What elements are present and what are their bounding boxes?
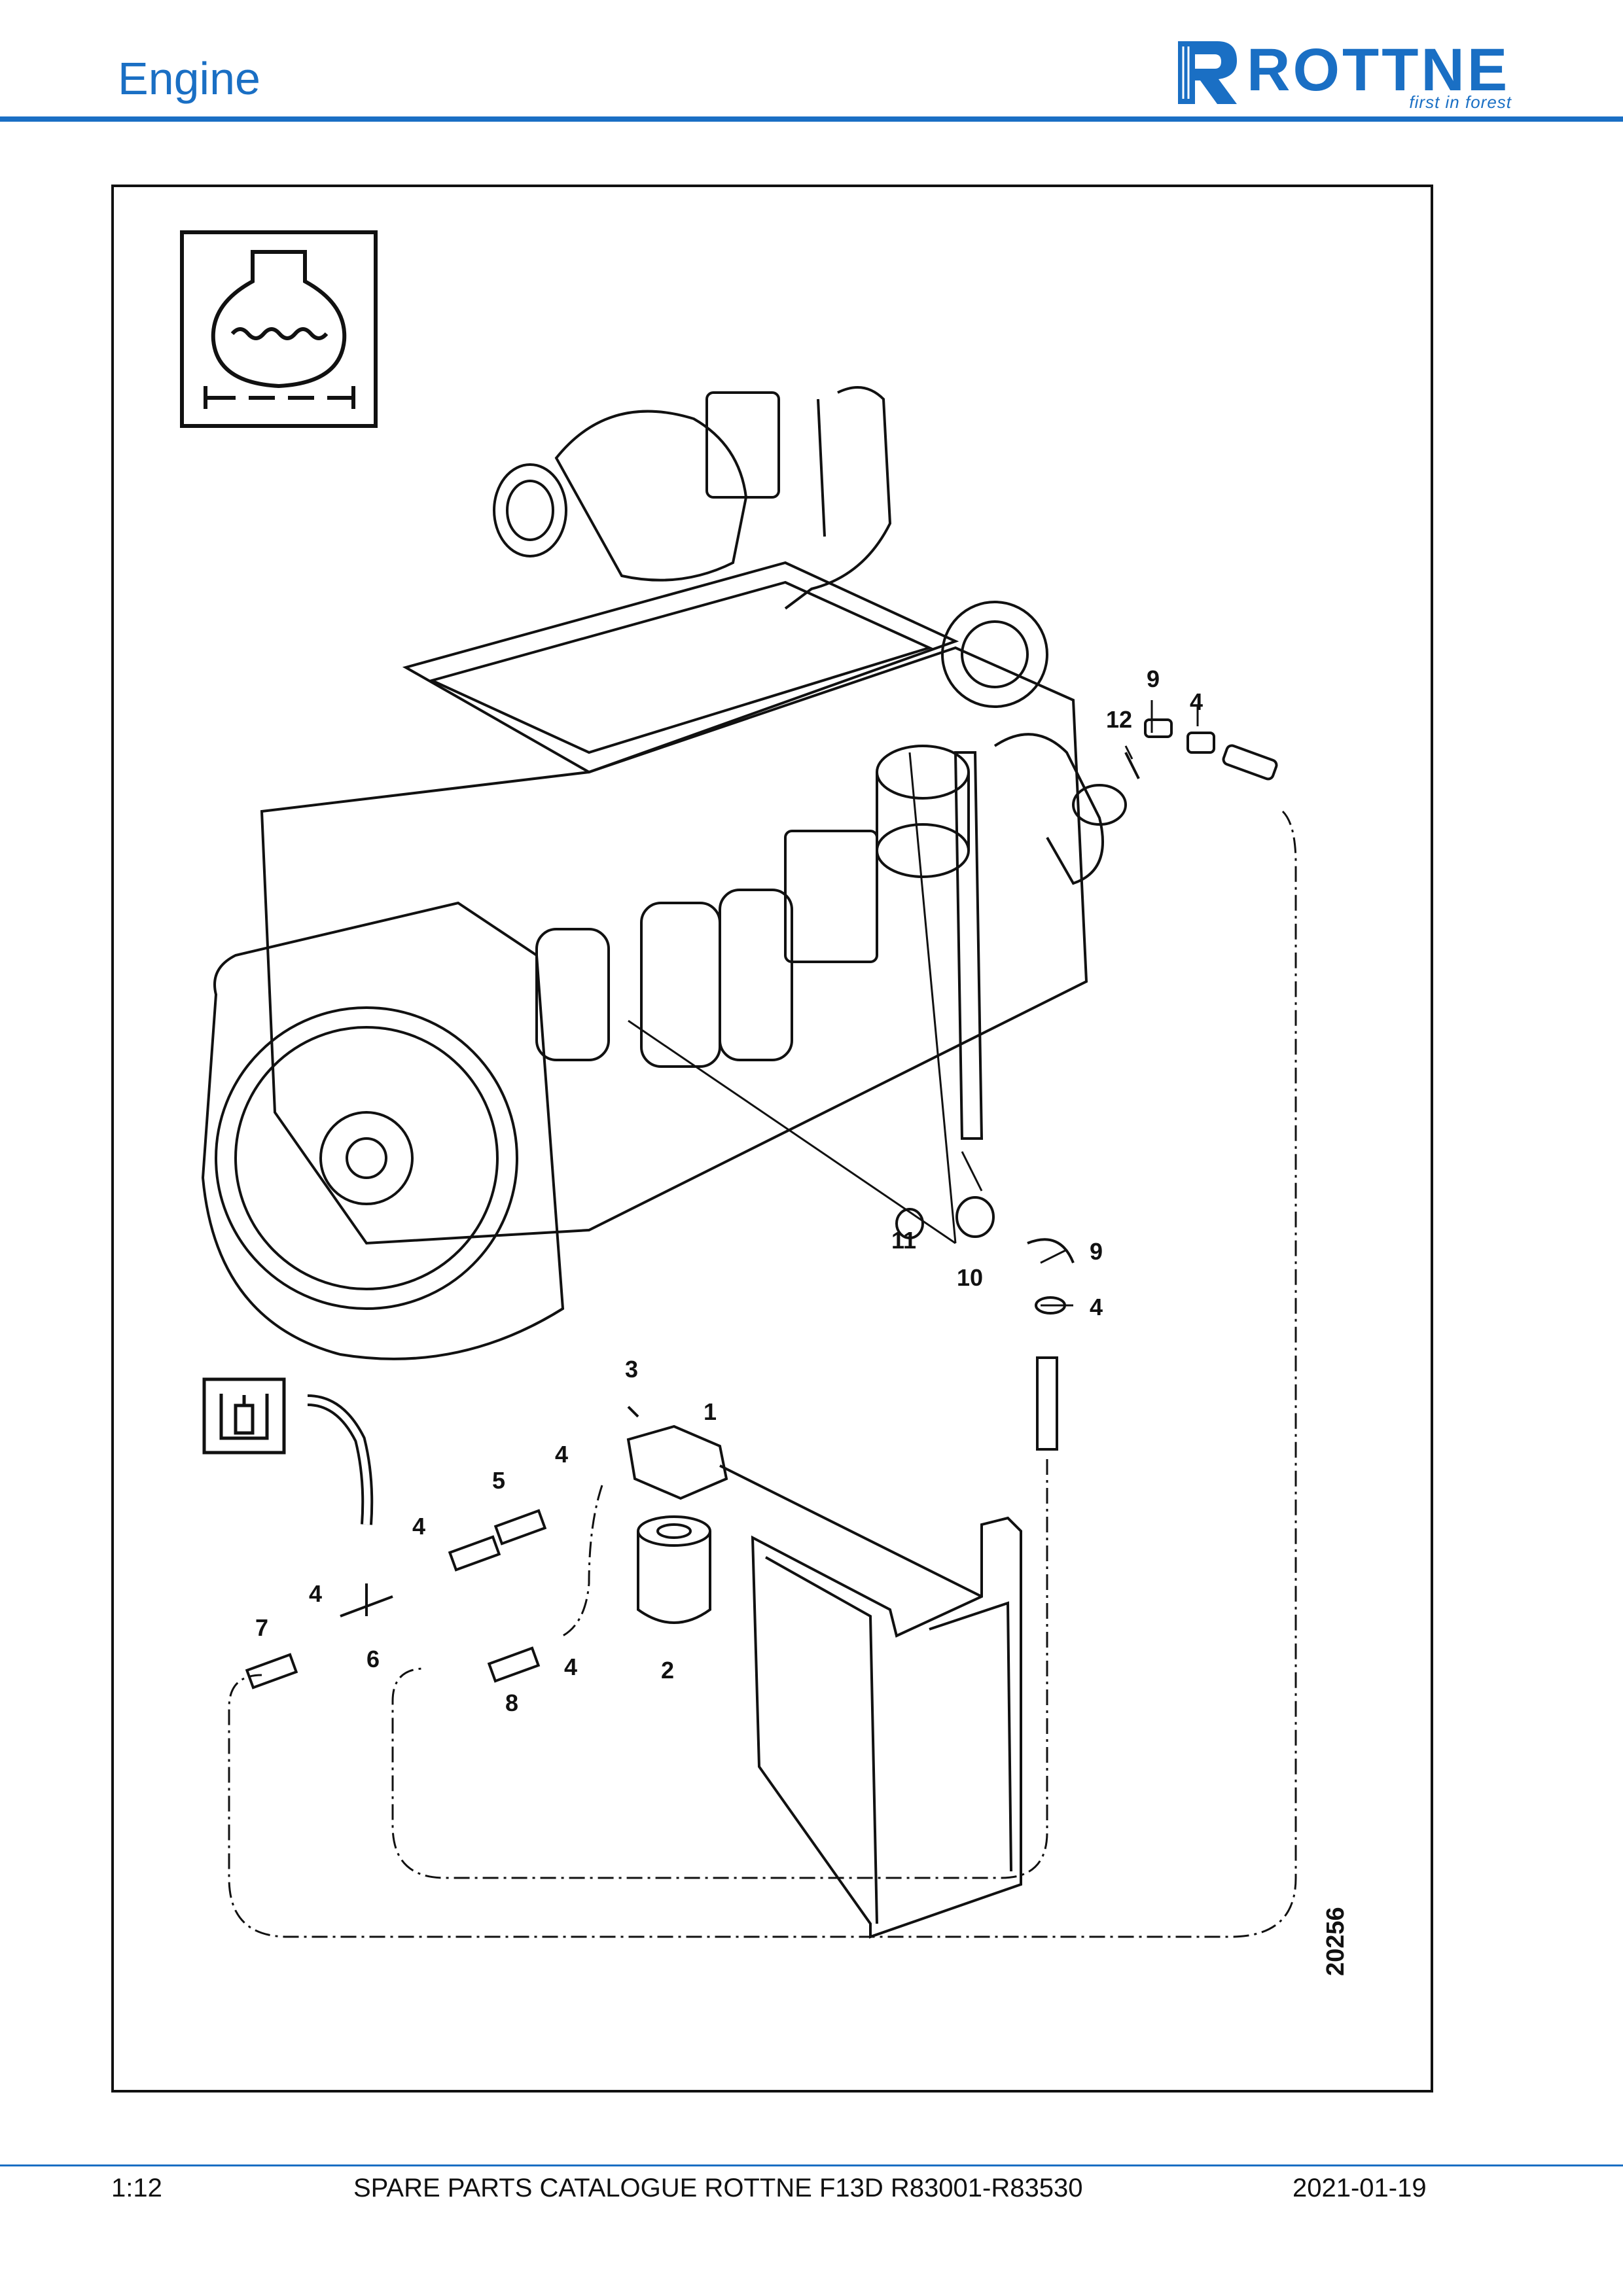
- coolant-tank-icon: [180, 230, 378, 428]
- callout-5: 5: [492, 1467, 505, 1494]
- expansion-tank-bracket: [751, 1516, 1022, 1939]
- callout-9a: 9: [1090, 1238, 1103, 1265]
- small-fittings: [895, 718, 1278, 1315]
- page-number: 1:12: [111, 2174, 162, 2202]
- callout-6: 6: [366, 1646, 380, 1672]
- callout-4c: 4: [309, 1580, 322, 1607]
- catalogue-title: SPARE PARTS CATALOGUE ROTTNE F13D R83001…: [353, 2174, 1083, 2202]
- engine-assembly: [201, 386, 1127, 1360]
- publication-date: 2021-01-19: [1293, 2174, 1427, 2202]
- callout-1: 1: [704, 1398, 717, 1425]
- callout-4e: 4: [1090, 1294, 1103, 1320]
- coolant-filter-assembly: [245, 1356, 1058, 1689]
- rottne-r-logo-icon: [1178, 41, 1237, 104]
- figure-number: 20256: [1322, 1907, 1349, 1976]
- page-title: Engine: [118, 53, 260, 104]
- callout-labels: 1 2 3 4 4 4 4 4 4 5 6 7 8 9 9 10 11 12: [255, 665, 1203, 1716]
- callout-4d: 4: [564, 1653, 577, 1680]
- callout-10: 10: [957, 1264, 983, 1291]
- footer-divider: [0, 2164, 1623, 2166]
- callout-leaders: [628, 700, 1199, 1307]
- callout-2: 2: [661, 1657, 674, 1684]
- hose-routing: [228, 810, 1297, 1938]
- callout-4b: 4: [412, 1513, 425, 1540]
- callout-9b: 9: [1147, 665, 1160, 692]
- header-divider: [0, 116, 1623, 122]
- callout-8: 8: [505, 1689, 518, 1716]
- callout-4f: 4: [1190, 688, 1203, 715]
- logo-wordmark: ROTTNE: [1247, 37, 1510, 103]
- figure-frame: [111, 185, 1433, 2093]
- rottne-logo: ROTTNE first in forest: [1171, 36, 1512, 115]
- callout-3: 3: [625, 1356, 638, 1383]
- callout-12: 12: [1106, 706, 1132, 733]
- coolant-level-icon: [202, 1377, 286, 1455]
- logo-tagline: first in forest: [1409, 92, 1512, 112]
- callout-7: 7: [255, 1614, 268, 1641]
- callout-4a: 4: [555, 1441, 568, 1468]
- callout-11: 11: [891, 1227, 916, 1254]
